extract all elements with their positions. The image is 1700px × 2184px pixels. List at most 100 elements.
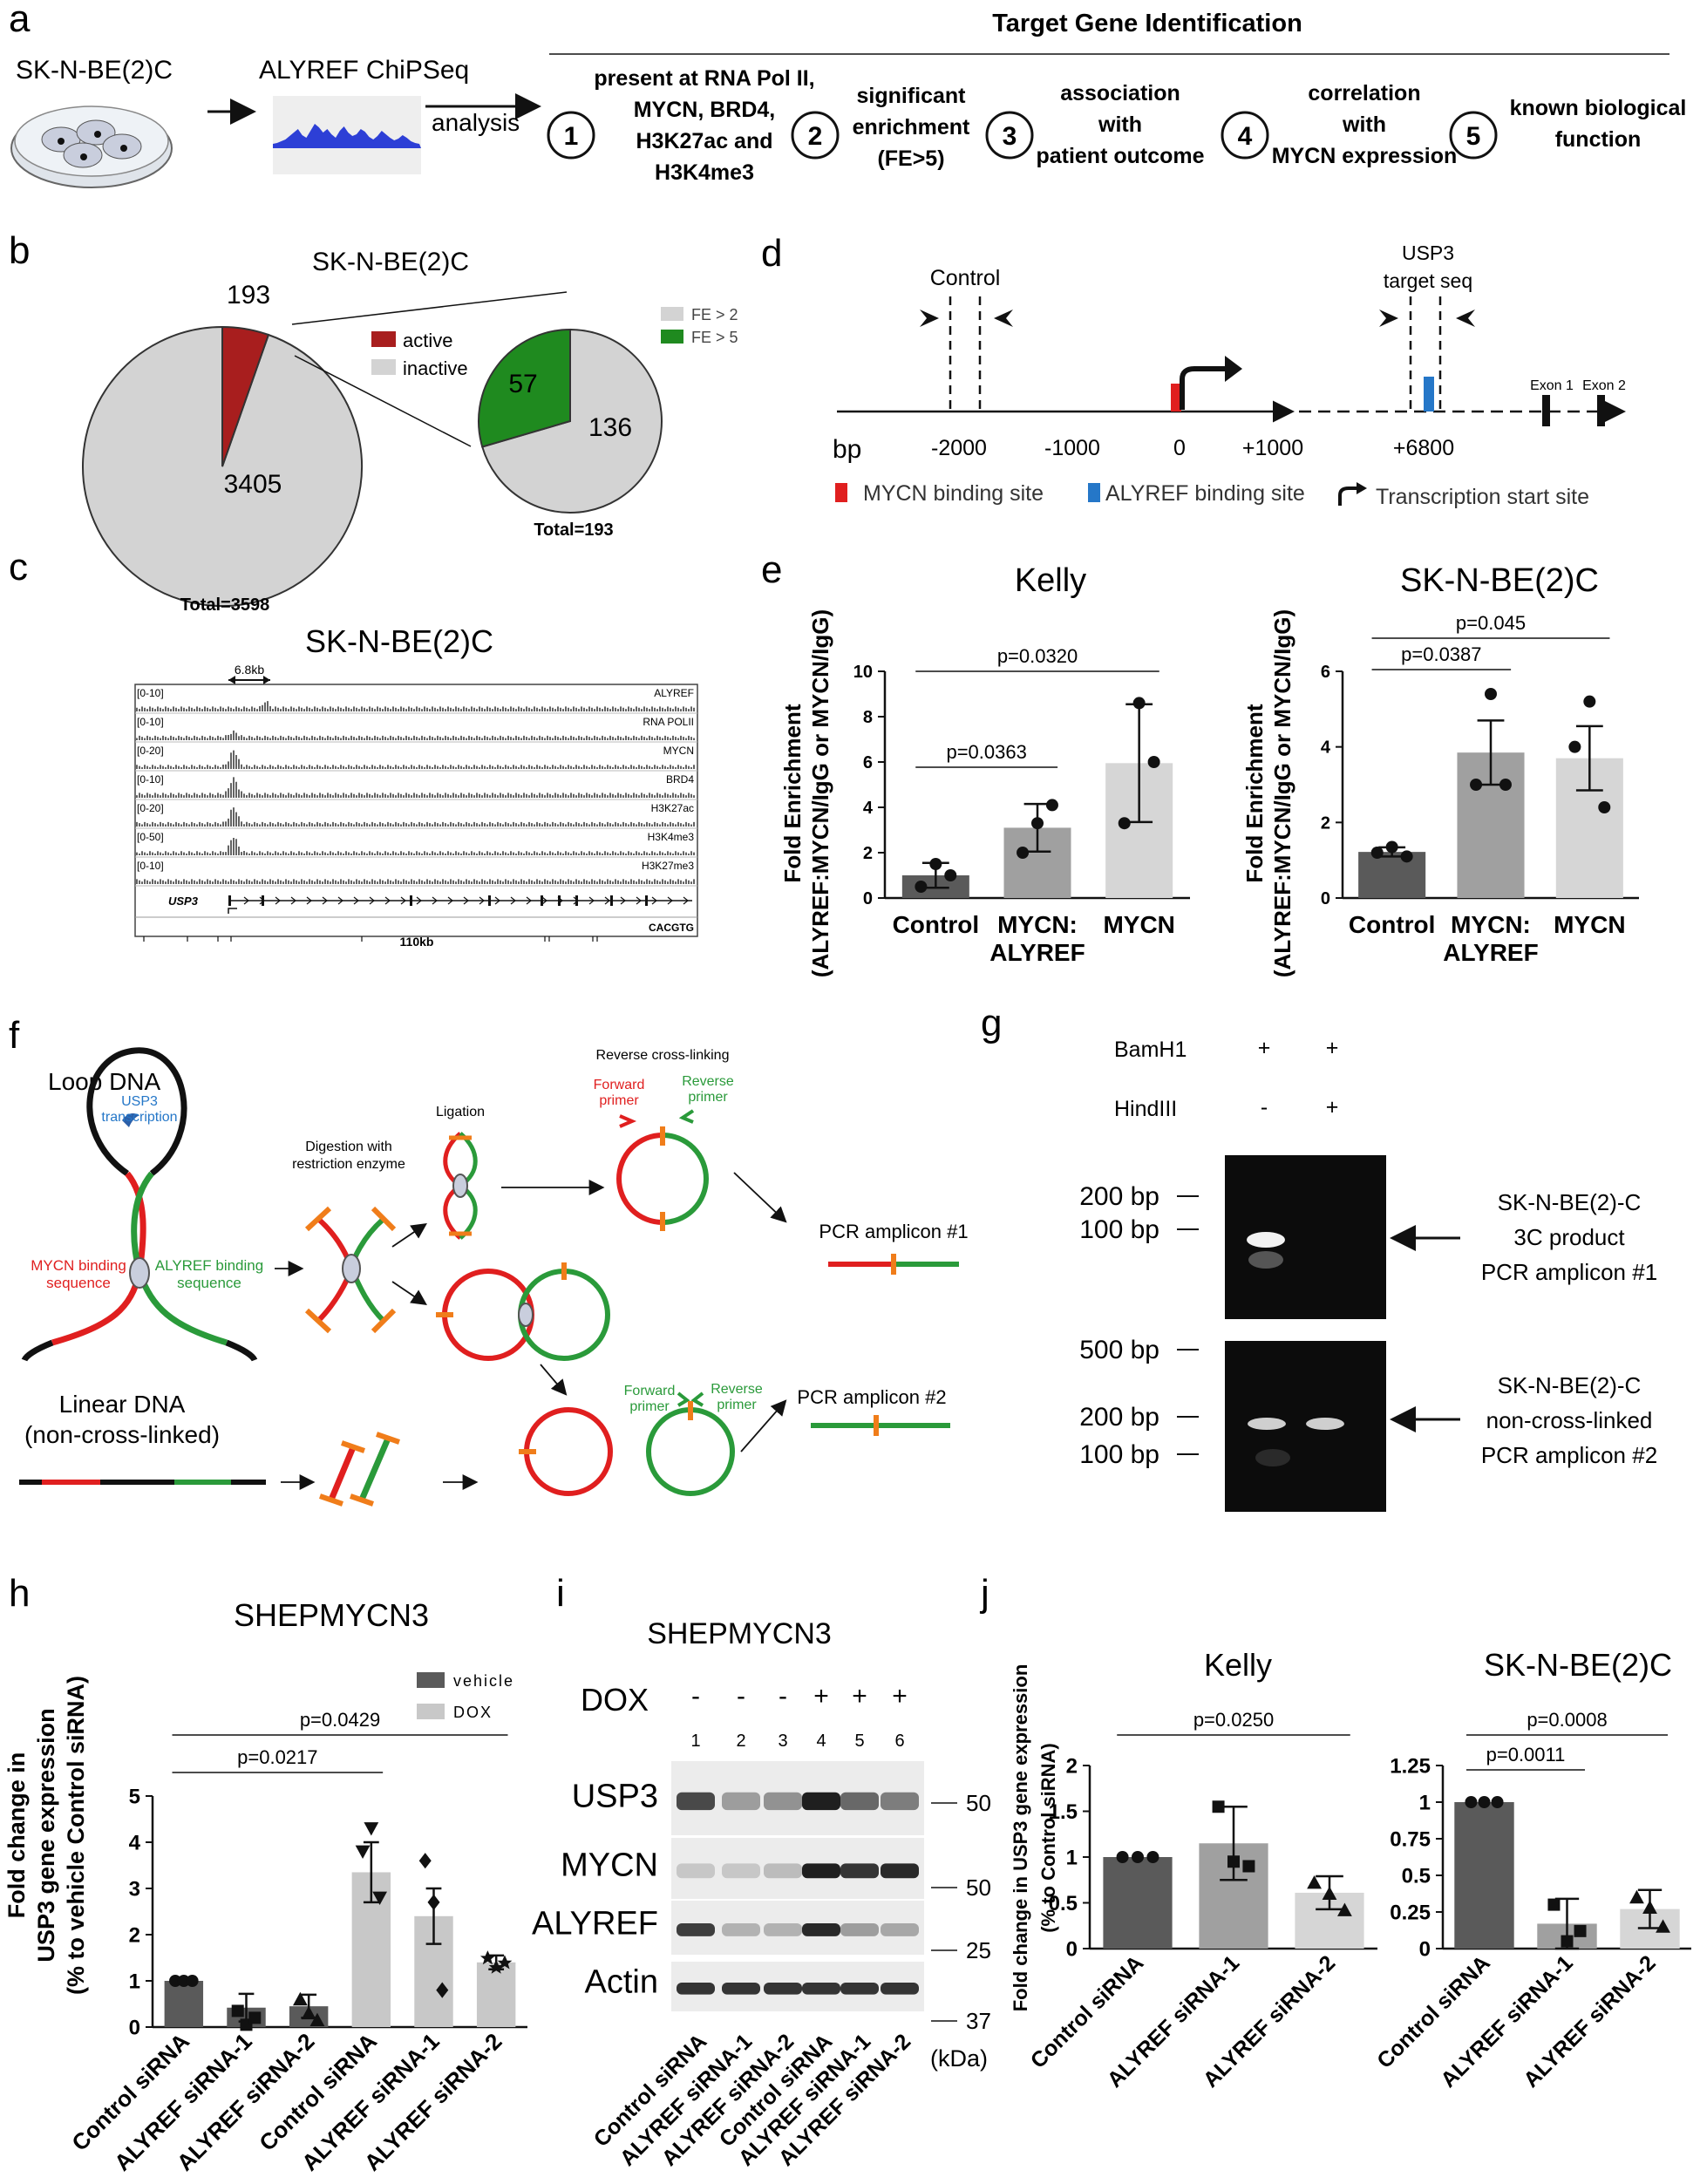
control-reverse-primer-icon bbox=[994, 310, 1013, 327]
blot-label: USP3 bbox=[572, 1779, 658, 1815]
dox-sign: - bbox=[691, 1682, 700, 1711]
blot-band bbox=[881, 1863, 919, 1879]
legend-fe5: FE > 5 bbox=[691, 329, 738, 346]
blot-band bbox=[764, 1923, 802, 1936]
x-tick-label: ALYREF bbox=[989, 939, 1085, 966]
bar bbox=[476, 1962, 516, 2027]
data-point bbox=[177, 1975, 190, 1987]
dox-sign: + bbox=[813, 1682, 829, 1711]
blot-band bbox=[677, 1863, 715, 1879]
gene-name: USP3 bbox=[168, 895, 199, 908]
y-tick-label: 5 bbox=[129, 1785, 140, 1808]
data-point bbox=[1629, 1889, 1644, 1904]
step-text-line: with bbox=[1098, 112, 1142, 137]
legend-tss-icon bbox=[1338, 486, 1359, 506]
p-value: p=0.0387 bbox=[1401, 643, 1481, 665]
track-h3k27ac: [0-20]H3K27ac bbox=[135, 802, 697, 829]
j-ylabel-1: Fold change in USP3 gene expression bbox=[1010, 1664, 1031, 2012]
protein-complex-icon bbox=[129, 1257, 150, 1289]
data-point bbox=[1031, 817, 1044, 830]
h-ylabel-2: USP3 gene expression bbox=[33, 1708, 59, 1962]
step-number: 3 bbox=[1003, 122, 1017, 151]
data-point bbox=[1470, 779, 1483, 791]
step-number-badge bbox=[791, 111, 840, 160]
data-point bbox=[436, 1982, 449, 1998]
ligated-product-icon bbox=[443, 1132, 478, 1240]
inactive-count: 3405 bbox=[224, 470, 282, 499]
gel1-band bbox=[1247, 1232, 1285, 1248]
step-text-line: significant bbox=[856, 84, 966, 108]
digestion-2: restriction enzyme bbox=[292, 1157, 405, 1172]
lane-number: 6 bbox=[894, 1732, 904, 1751]
x-tick-label: ALYREF bbox=[1443, 939, 1538, 966]
y-tick-label: 1 bbox=[129, 1970, 140, 1993]
fwd-primer2-1: Forward bbox=[624, 1384, 676, 1398]
data-point bbox=[929, 858, 942, 870]
blot-label: MYCN bbox=[561, 1847, 658, 1883]
data-point bbox=[292, 1991, 308, 2006]
alyref-seq-1: ALYREF binding bbox=[155, 1257, 263, 1274]
bar bbox=[1358, 852, 1426, 898]
forward-primer-icon bbox=[619, 1114, 637, 1128]
p-value: p=0.0011 bbox=[1486, 1744, 1566, 1766]
rev-primer2-1: Reverse bbox=[711, 1382, 763, 1397]
exon1-label: Exon 1 bbox=[1530, 378, 1574, 393]
e-kelly-ylabel-2: (ALYREF:MYCN/IgG or MYCN/IgG) bbox=[807, 609, 833, 977]
step-text-line: with bbox=[1342, 112, 1386, 137]
step-text-line: MYCN expression bbox=[1272, 144, 1458, 168]
pie-slice-fe2 bbox=[480, 328, 663, 514]
legend-alyref: ALYREF binding site bbox=[1105, 481, 1305, 506]
reverse-crosslinking: Reverse cross-linking bbox=[596, 1048, 730, 1063]
fwd-primer2-2: primer bbox=[629, 1399, 670, 1414]
y-tick-label: 0 bbox=[863, 889, 873, 908]
fwd-primer-1: Forward bbox=[594, 1078, 645, 1092]
p-value: p=0.0008 bbox=[1527, 1709, 1607, 1731]
cell-line-label: SK-N-BE(2)C bbox=[16, 56, 173, 85]
blot-band bbox=[802, 1792, 840, 1811]
hind-lane1: - bbox=[1261, 1095, 1268, 1119]
track-range: [0-20] bbox=[137, 745, 164, 757]
y-tick-label: 6 bbox=[863, 753, 873, 772]
dox-sign: - bbox=[737, 1682, 745, 1711]
alyref-site-mark bbox=[1424, 377, 1434, 412]
total-all: Total=3598 bbox=[180, 595, 269, 615]
step-number-badge bbox=[547, 111, 595, 160]
kda-marker: 37 bbox=[966, 2008, 991, 2034]
y-tick-label: 4 bbox=[1321, 738, 1331, 758]
y-tick-label: 0 bbox=[1066, 1937, 1078, 1961]
y-tick-label: 0 bbox=[129, 2016, 140, 2039]
tss-arrow-icon bbox=[1180, 366, 1227, 410]
panel-label-g: g bbox=[981, 1002, 1002, 1044]
usp3-tx-2: transcription bbox=[101, 1110, 177, 1125]
track-range: [0-10] bbox=[137, 716, 164, 728]
y-tick-label: 0 bbox=[1419, 1937, 1431, 1961]
data-point bbox=[915, 881, 928, 893]
panel-label-b: b bbox=[9, 229, 30, 272]
hind-lane2: + bbox=[1326, 1095, 1339, 1119]
data-point bbox=[488, 1959, 504, 1974]
data-point bbox=[309, 2012, 325, 2027]
data-point bbox=[1322, 1886, 1337, 1900]
dox-sign: + bbox=[852, 1682, 867, 1711]
panel-label-d: d bbox=[761, 232, 782, 275]
digestion-1: Digestion with bbox=[305, 1140, 392, 1154]
step-number: 5 bbox=[1466, 122, 1481, 151]
step-number: 2 bbox=[808, 122, 823, 151]
track-mycn: [0-20]MYCN bbox=[135, 745, 697, 772]
loop-dna-label: Loop DNA bbox=[48, 1068, 161, 1095]
blot-mycn: MYCN 50 bbox=[561, 1838, 991, 1901]
data-point bbox=[301, 2005, 316, 2020]
p-value: p=0.0429 bbox=[300, 1709, 380, 1731]
pie-slice-fe5 bbox=[478, 328, 571, 448]
y-tick-label: 0.5 bbox=[1049, 1892, 1078, 1915]
y-tick-label: 1 bbox=[1419, 1791, 1431, 1814]
panel-g: g BamH1 + + HindIII - + 200 bp 100 bp 50… bbox=[981, 1002, 1657, 1512]
kda-marker: 50 bbox=[966, 1874, 991, 1901]
blot-band bbox=[881, 1982, 919, 1995]
data-point bbox=[1568, 740, 1581, 753]
blot-band bbox=[840, 1863, 879, 1879]
blot-band bbox=[840, 1923, 879, 1936]
